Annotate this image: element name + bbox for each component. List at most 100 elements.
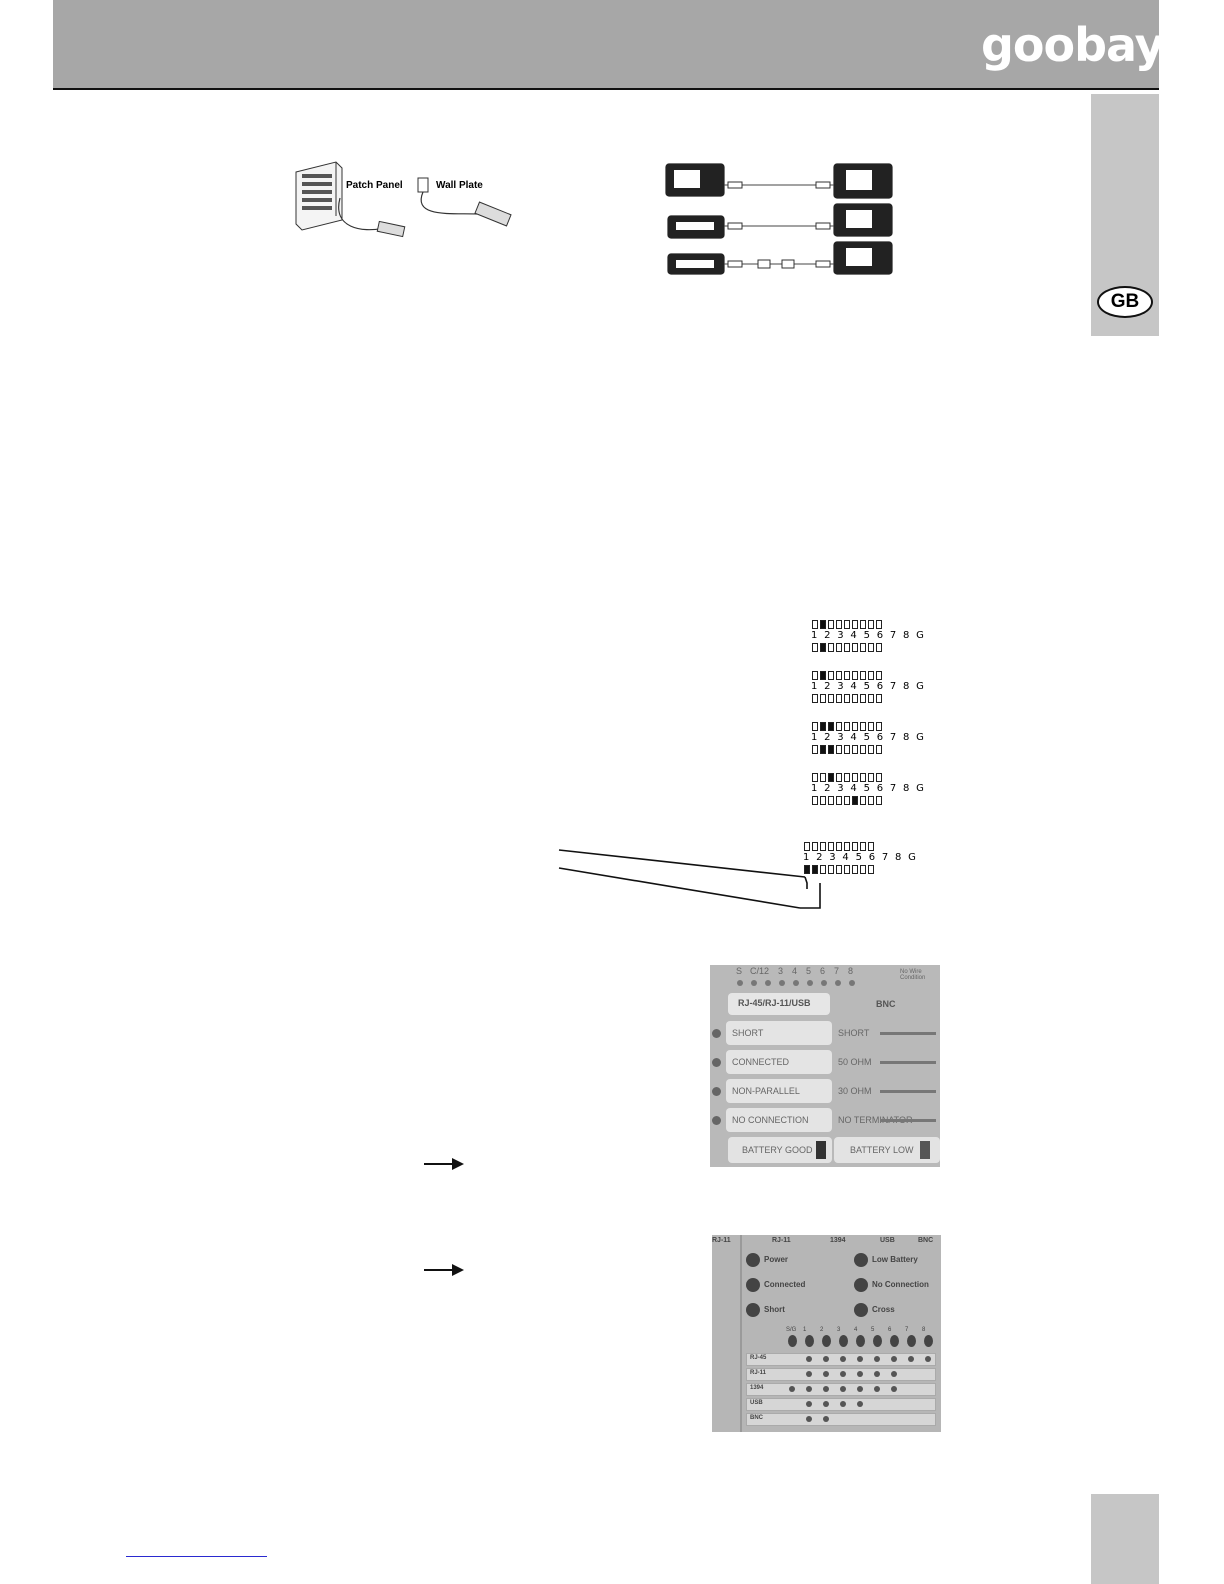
pin-cell [852,643,858,652]
pin-cell [868,745,874,754]
pin-cell [876,722,882,731]
panel1-row-cable-icon [880,1032,936,1035]
panel2-pin-led [805,1335,814,1347]
pin-cell [852,773,858,782]
pin-cell [860,842,866,851]
panel2-table-dot [857,1356,863,1362]
pin-cell [860,796,866,805]
panel2-pin-header: 8 [922,1327,926,1333]
panel2-table-dot [823,1386,829,1392]
panel2-pin-led [839,1335,848,1347]
panel1-top-number: 8 [848,966,854,976]
panel2-pin-header: 6 [888,1327,892,1333]
pin-cell [852,842,858,851]
panel2-table-dot [806,1416,812,1422]
pin-cell [820,722,826,731]
panel2-top-label: RJ-11 [712,1237,731,1244]
panel1-row-left-label: NO CONNECTION [732,1115,809,1125]
panel2-table-dot [891,1356,897,1362]
panel2-top-label: RJ-11 [772,1237,791,1244]
panel1-top-number: 7 [834,966,840,976]
wall-plate-label: Wall Plate [436,180,483,191]
panel2-pin-led [907,1335,916,1347]
panel1-led-dot [835,980,841,986]
pin-cell [860,671,866,680]
pin-cell [860,865,866,874]
panel2-pin-led [822,1335,831,1347]
panel1-top-note: No Wire Condition [900,969,926,981]
pin-diagram: 1 2 3 4 5 6 7 8 G [811,671,924,707]
pin-cell [844,865,850,874]
pin-row-top [812,773,882,782]
panel1-row-right-label: 50 OHM [838,1057,872,1067]
panel1-top-number: S [736,966,743,976]
pin-cell [860,643,866,652]
panel2-pin-header: S/G [786,1327,797,1333]
pin-cell [868,694,874,703]
panel2-row-label: USB [750,1400,763,1406]
panel2-table-dot [857,1371,863,1377]
panel1-right-header: BNC [876,999,896,1009]
panel2-table-dot [925,1356,931,1362]
pin-cell [804,865,810,874]
panel2-table-dot [908,1356,914,1362]
panel2-indicator-label: Short [764,1305,785,1314]
pin-cell [876,745,882,754]
pin-cell [828,722,834,731]
panel1-top-number: 2 [764,966,770,976]
panel1-led-dot [793,980,799,986]
panel2-indicator-label: Connected [764,1280,806,1289]
pin-cell [820,620,826,629]
panel2-indicator-led [854,1253,868,1267]
panel2-pin-header: 2 [820,1327,824,1333]
panel2-pin-led [924,1335,933,1347]
battery-low-label: BATTERY LOW [850,1145,914,1155]
battery-full-icon [816,1141,826,1159]
pin-cell [828,842,834,851]
pin-cell [828,773,834,782]
panel1-row-cable-icon [880,1061,936,1064]
pin-cell [868,796,874,805]
panel2-table-dot [857,1386,863,1392]
language-side-tab: GB [1091,94,1159,336]
panel2-table-dot [823,1401,829,1407]
panel1-row-cable-icon [880,1090,936,1093]
panel1-row-left-label: NON-PARALLEL [732,1086,800,1096]
pin-cell [812,745,818,754]
pin-cell [852,722,858,731]
panel2-indicator-label: No Connection [872,1280,929,1289]
panel2-table-dot [823,1416,829,1422]
panel2-table-dot [840,1401,846,1407]
pin-cell [844,745,850,754]
panel2-pin-led [856,1335,865,1347]
panel2-pin-header: 5 [871,1327,875,1333]
panel1-row-cable-icon [880,1119,936,1122]
panel1-row-left: SHORT [726,1021,832,1045]
pin-cell [836,643,842,652]
pin-cell [836,694,842,703]
panel1-led-dot [849,980,855,986]
pin-cell [876,671,882,680]
page-number-tab [1091,1494,1159,1584]
pin-cell [812,671,818,680]
panel1-row-left-label: SHORT [732,1028,764,1038]
pin-cell [828,745,834,754]
pin-cell [836,722,842,731]
panel1-row-led [712,1058,721,1067]
panel1-row-left: NON-PARALLEL [726,1079,832,1103]
panel2-pin-header: 1 [803,1327,807,1333]
pin-cell [876,643,882,652]
footer-link-underline[interactable] [126,1556,267,1557]
pin-cell [876,773,882,782]
panel1-top-number: 5 [806,966,812,976]
patch-panel-illustration: Patch Panel Wall Plate [292,158,522,250]
pin-cell [868,865,874,874]
pin-cell [836,773,842,782]
pin-cell [812,796,818,805]
pin-diagram: 1 2 3 4 5 6 7 8 G [811,620,924,656]
pin-cell [844,620,850,629]
panel2-indicator-led [746,1303,760,1317]
panel1-row-led [712,1087,721,1096]
pin-cell [812,722,818,731]
panel2-table-dot [806,1371,812,1377]
